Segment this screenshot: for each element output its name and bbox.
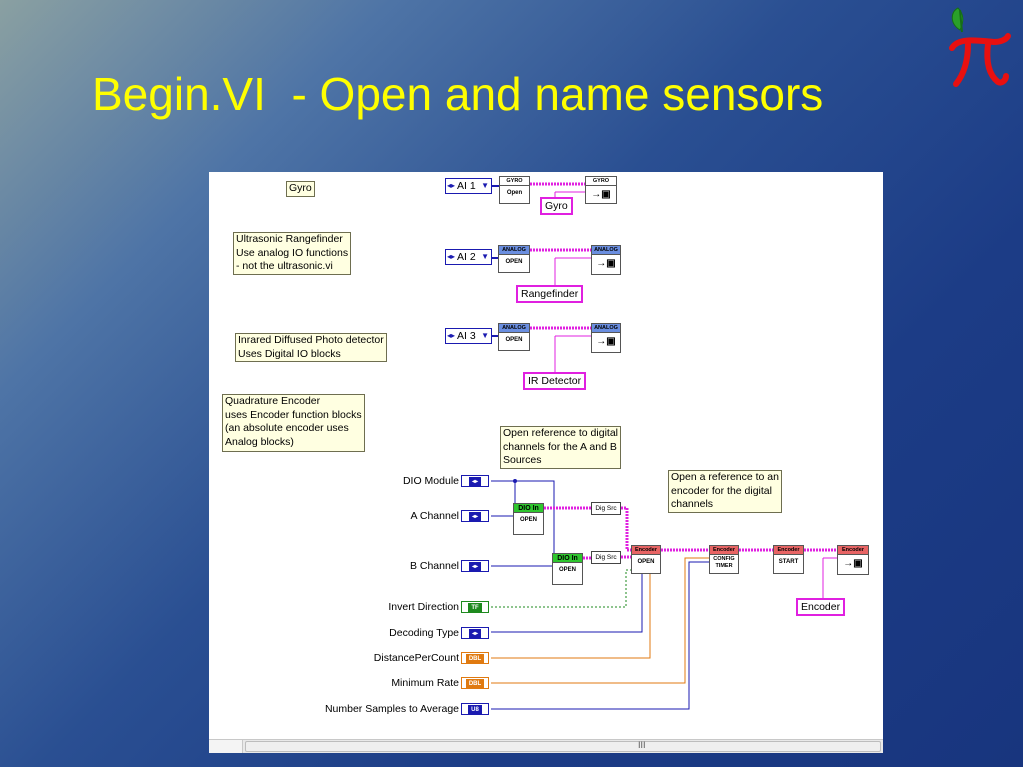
ref-register-icon: →▣	[596, 336, 616, 347]
dropdown-arrow-icon[interactable]: ▼	[481, 331, 489, 340]
dio-open-vi-a[interactable]: DIO In OPEN	[513, 503, 544, 535]
ref-register-icon: →▣	[591, 189, 611, 200]
dig-src-constant-b[interactable]: Dig Src	[591, 551, 621, 564]
slide-title: Begin.VI - Open and name sensors	[92, 68, 824, 120]
analog-open-vi-1[interactable]: ANALOG OPEN	[498, 245, 530, 273]
dropdown-arrow-icon[interactable]: ▼	[481, 181, 489, 190]
analog-ref-register-vi-1[interactable]: ANALOG →▣	[591, 245, 621, 275]
horizontal-scrollbar[interactable]: III	[209, 739, 883, 753]
terminal-label-number-samples: Number Samples to Average	[324, 703, 459, 715]
block-diagram-panel: Gyro Ultrasonic Rangefinder Use analog I…	[209, 172, 883, 753]
terminal-label-a-channel: A Channel	[410, 510, 459, 522]
terminal-label-b-channel: B Channel	[409, 560, 459, 572]
terminal-label-invert-direction: Invert Direction	[388, 601, 459, 613]
minimum-rate-terminal[interactable]: DBL	[461, 677, 489, 689]
dio-module-terminal[interactable]: ◂▸	[461, 475, 489, 487]
terminal-label-dio-module: DIO Module	[402, 475, 459, 487]
dio-reference-note: Open reference to digital channels for t…	[500, 426, 621, 469]
analog-open-vi-2[interactable]: ANALOG OPEN	[498, 323, 530, 351]
ai1-channel-control[interactable]: ◂▸ AI 1 ▼	[445, 178, 492, 194]
terminal-label-distance-per-count: DistancePerCount	[373, 652, 459, 664]
analog-ref-register-vi-2[interactable]: ANALOG →▣	[591, 323, 621, 353]
wire-layer	[490, 182, 837, 710]
a-channel-terminal[interactable]: ◂▸	[461, 510, 489, 522]
dio-open-vi-b[interactable]: DIO In OPEN	[552, 553, 583, 585]
terminal-label-decoding-type: Decoding Type	[389, 627, 459, 639]
gyro-ref-label[interactable]: Gyro	[540, 197, 573, 215]
gyro-ref-register-vi[interactable]: GYRO →▣	[585, 176, 617, 204]
ref-register-icon: →▣	[596, 258, 616, 269]
ring-arrows-icon: ◂▸	[446, 331, 456, 340]
encoder-reference-note: Open a reference to an encoder for the d…	[668, 470, 782, 513]
scrollbar-grip-icon: III	[638, 740, 646, 750]
terminal-label-minimum-rate: Minimum Rate	[391, 677, 459, 689]
invert-direction-terminal[interactable]: TF	[461, 601, 489, 613]
rangefinder-ref-label[interactable]: Rangefinder	[516, 285, 584, 303]
decoding-type-terminal[interactable]: ◂▸	[461, 627, 489, 639]
dropdown-arrow-icon[interactable]: ▼	[481, 252, 489, 261]
gyro-note: Gyro	[286, 181, 315, 197]
ai2-channel-control[interactable]: ◂▸ AI 2 ▼	[445, 249, 492, 265]
scrollbar-thumb[interactable]: III	[245, 740, 881, 752]
encoder-note: Quadrature Encoder uses Encoder function…	[222, 394, 365, 452]
scrollbar-left-cap[interactable]	[209, 740, 243, 753]
number-samples-terminal[interactable]: U8	[461, 703, 489, 715]
ring-arrows-icon: ◂▸	[446, 181, 456, 190]
encoder-ref-label[interactable]: Encoder	[796, 598, 846, 616]
ref-register-icon: →▣	[843, 558, 863, 569]
ai3-channel-control[interactable]: ◂▸ AI 3 ▼	[445, 328, 492, 344]
ir-detector-ref-label[interactable]: IR Detector	[523, 372, 587, 390]
ring-arrows-icon: ◂▸	[446, 252, 456, 261]
distance-per-count-terminal[interactable]: DBL	[461, 652, 489, 664]
dig-src-constant-a[interactable]: Dig Src	[591, 502, 621, 515]
encoder-start-vi[interactable]: Encoder START	[773, 545, 804, 574]
encoder-open-vi[interactable]: Encoder OPEN	[631, 545, 661, 574]
gyro-open-vi[interactable]: GYRO Open	[499, 176, 530, 204]
infrared-note: Inrared Diffused Photo detector Uses Dig…	[235, 333, 387, 362]
b-channel-terminal[interactable]: ◂▸	[461, 560, 489, 572]
ultrasonic-note: Ultrasonic Rangefinder Use analog IO fun…	[233, 232, 352, 275]
pi-apple-logo-icon	[949, 7, 1011, 87]
encoder-ref-register-vi[interactable]: Encoder →▣	[837, 545, 869, 575]
encoder-config-timer-vi[interactable]: Encoder CONFIG TIMER	[709, 545, 739, 574]
